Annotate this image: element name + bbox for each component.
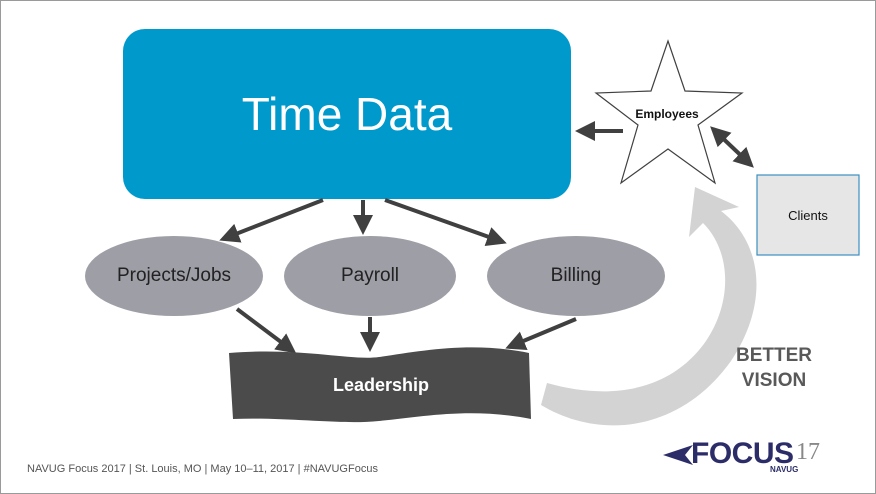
time-data-label: Time Data: [241, 88, 453, 140]
clients-label: Clients: [788, 207, 828, 223]
logo-arrow-icon: [663, 445, 693, 465]
billing-ellipse: [487, 236, 665, 316]
footer-text: NAVUG Focus 2017 | St. Louis, MO | May 1…: [27, 463, 378, 475]
employees-star: [594, 39, 744, 185]
time-data-box: [123, 29, 571, 199]
better-vision-line-1: BETTER: [736, 345, 812, 366]
projects-ellipse: [85, 236, 263, 316]
better-vision-label: BETTER VISION: [719, 341, 829, 395]
better-vision-curved-arrow: [541, 187, 757, 426]
better-vision-line-2: VISION: [741, 370, 807, 391]
logo-year-text: 17: [796, 439, 820, 465]
payroll-label: Payroll: [340, 265, 400, 286]
payroll-ellipse: [284, 236, 456, 316]
projects-jobs-label: Projects/Jobs: [116, 265, 232, 286]
arrow-to-billing: [384, 198, 507, 247]
logo-focus-text: FOCUS: [691, 437, 794, 470]
leadership-label: Leadership: [332, 374, 430, 395]
focus-logo: FOCUS 17 NAVUG: [663, 435, 843, 475]
employees-label: Employees: [635, 107, 699, 121]
leadership-banner: [229, 347, 531, 423]
clients-box: [756, 174, 860, 256]
billing-label: Billing: [550, 265, 602, 286]
arrow-billing-to-leadership: [505, 317, 577, 351]
arrow-employees-clients: [710, 126, 754, 168]
arrow-to-projects: [219, 198, 324, 243]
arrow-projects-to-leadership: [235, 307, 297, 354]
logo-navug-text: NAVUG: [770, 465, 799, 474]
